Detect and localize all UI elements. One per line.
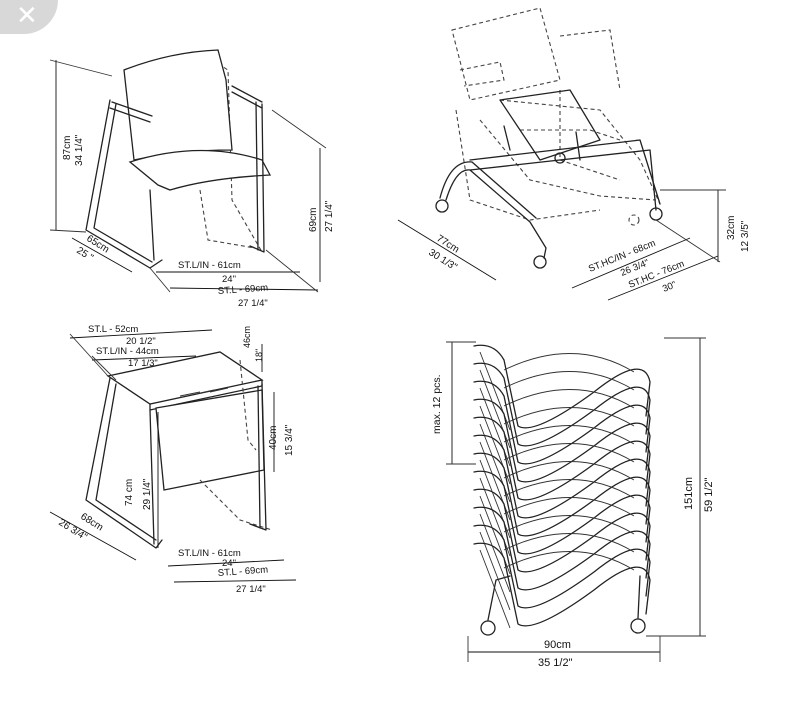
side-height-cm-label: 69cm <box>308 208 319 232</box>
width-stlin-in-label: 24" <box>222 274 236 285</box>
stacked-chair-frame <box>473 416 651 501</box>
stacked-chair-inner <box>479 531 635 611</box>
stacked-chair-inner <box>479 549 635 629</box>
stacked-chair-inner <box>479 477 635 557</box>
seat-depth-in-label: 18" <box>254 349 264 362</box>
stacked-chair-frame <box>473 398 651 483</box>
stacked-chair-inner <box>479 369 635 449</box>
top-stl-label: ST.L - 52cm <box>88 324 138 335</box>
back-width-stlin-label: ST.L/IN - 61cm <box>178 548 241 559</box>
top-stl-in-label: 20 1/2" <box>126 336 156 347</box>
stack-width-cm-label: 90cm <box>544 639 571 651</box>
stack-max-label: max. 12 pcs. <box>431 374 443 434</box>
stacked-chair-frame <box>473 488 651 573</box>
stacked-chair-frame <box>473 524 651 609</box>
back-height-cm-label: 40cm <box>268 426 279 450</box>
stacked-chair-frame <box>473 452 651 537</box>
tilt-width-sthc-in-label: 30" <box>661 279 678 294</box>
chair-tilted-view: 77cm 30 1/3" ST.HC/IN - 68cm 26 3/4" ST.… <box>397 7 751 301</box>
stacked-chair-inner <box>479 423 635 503</box>
stacked-chair-inner <box>479 387 635 467</box>
stacked-chair-inner <box>479 459 635 539</box>
stacked-chair-frame <box>473 362 651 447</box>
back-width-stlin-in-label: 24" <box>222 558 236 569</box>
stacked-chair-inner <box>479 405 635 485</box>
stacked-chair-inner <box>479 495 635 575</box>
stacked-chair-inner <box>479 351 635 431</box>
stack-height-cm-label: 151cm <box>683 477 695 510</box>
stack-width-in-label: 35 1/2" <box>538 657 573 669</box>
stacked-chair-inner <box>479 441 635 521</box>
height-cm-label: 87cm <box>62 136 73 160</box>
top-stlin-in-label: 17 1/3" <box>128 358 158 369</box>
height-in-label: 34 1/4" <box>74 134 85 166</box>
close-icon: ✕ <box>16 1 38 31</box>
back-width-stl-in-label: 27 1/4" <box>236 584 266 595</box>
back-total-height-in-label: 29 1/4" <box>142 478 153 510</box>
stacked-chair-inner <box>479 513 635 593</box>
back-total-height-cm-label: 74 cm <box>124 479 135 506</box>
stacked-chair-frame <box>473 470 651 555</box>
stack-height-in-label: 59 1/2" <box>703 477 715 512</box>
tilt-height-cm-label: 32cm <box>726 216 737 240</box>
chair-front-view: 87cm 34 1/4" 65cm 25 " ST.L/IN - 61cm 24… <box>49 49 335 309</box>
stacked-chair-frame <box>473 380 651 465</box>
back-height-in-label: 15 3/4" <box>284 424 295 456</box>
stacked-chair-frame <box>473 344 651 429</box>
top-stlin-label: ST.L/IN - 44cm <box>96 346 159 357</box>
back-width-stl-label: ST.L - 69cm <box>217 565 268 579</box>
seat-depth-cm-label: 46cm <box>242 326 252 348</box>
stacked-chair-frame <box>473 506 651 591</box>
stacked-chair-frame <box>473 434 651 519</box>
depth-in-label: 25 " <box>74 245 95 264</box>
stacked-chair-frame <box>473 542 651 627</box>
width-stl-label: ST.L - 69cm <box>217 283 268 297</box>
stack-view: max. 12 pcs. 151cm 59 1/2" 90cm 35 1/2" <box>431 337 715 669</box>
chair-back-view: ST.L - 52cm 20 1/2" ST.L/IN - 44cm 17 1/… <box>49 324 297 595</box>
side-height-in-label: 27 1/4" <box>324 200 335 232</box>
tilt-height-in-label: 12 3/5" <box>740 220 751 252</box>
width-stl-in-label: 27 1/4" <box>238 298 268 309</box>
width-stlin-label: ST.L/IN - 61cm <box>178 260 241 271</box>
